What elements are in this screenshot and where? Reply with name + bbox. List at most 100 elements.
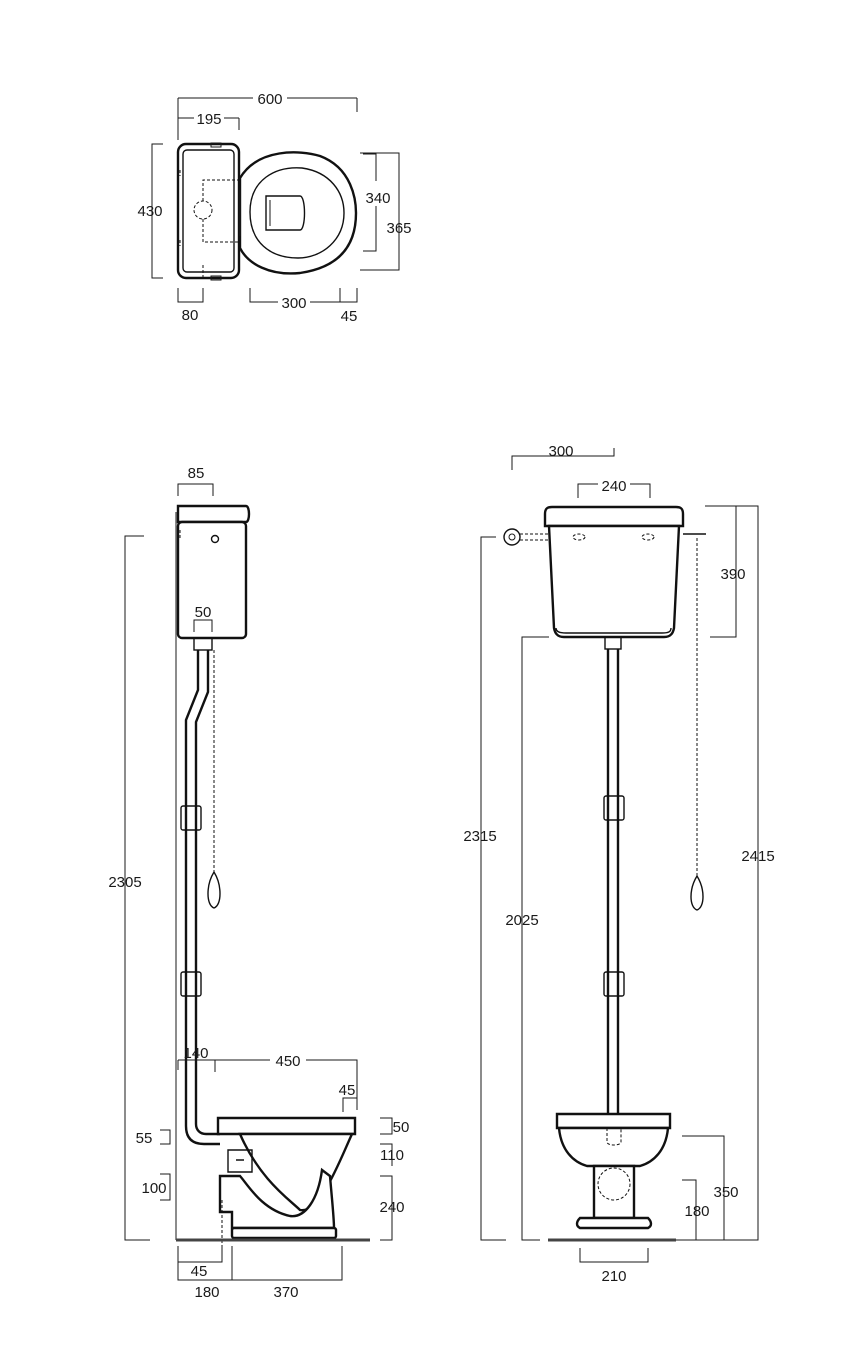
- dim-line-140-450: [177, 1059, 358, 1110]
- top-bowl-opening: [265, 195, 306, 231]
- top-cistern: [176, 142, 241, 280]
- dim-line-365: [360, 152, 400, 271]
- dim-top-seat-outer: 365: [386, 220, 411, 237]
- front-inlet-valve: [503, 528, 521, 546]
- dim-line-110-240: [380, 1143, 393, 1241]
- side-cistern-lid: [176, 504, 251, 524]
- front-cistern-fixing: [572, 533, 586, 541]
- dim-side-pipe-offset: 140: [183, 1045, 208, 1062]
- dim-line-2415: [676, 505, 759, 1241]
- front-pipe-clamp: [603, 971, 625, 997]
- dim-front-cistern-width: 300: [548, 443, 573, 460]
- dim-top-overall-width: 600: [257, 91, 282, 108]
- front-outlet: [597, 1167, 631, 1201]
- front-pull-handle: [690, 874, 704, 911]
- dim-side-flush-pipe: 50: [195, 604, 212, 621]
- top-cistern-tab: [210, 142, 222, 148]
- dim-top-overall-depth: 430: [137, 203, 162, 220]
- dim-side-overall-height: 2305: [108, 874, 141, 891]
- dim-side-foot-length: 370: [273, 1284, 298, 1301]
- dim-top-rear-gap: 45: [341, 308, 358, 325]
- side-pipe-clamp: [180, 971, 202, 997]
- dim-line-340: [363, 153, 377, 252]
- dim-line-45-rim: [342, 1097, 357, 1112]
- front-cistern-fixing: [641, 533, 655, 541]
- side-flush-pipe-outer: [184, 650, 220, 1146]
- top-bowl: [238, 151, 358, 275]
- front-pipe-coupling: [604, 636, 622, 650]
- front-pipe-entry: [606, 1128, 622, 1146]
- top-view: 600 195 430 340 365 80 300 45: [137, 91, 411, 325]
- dim-side-outlet-distance: 180: [194, 1284, 219, 1301]
- side-pipe-coupling: [193, 637, 213, 651]
- dim-front-outlet-height: 180: [684, 1203, 709, 1220]
- side-bowl-foot: [230, 1226, 338, 1240]
- dim-line-2305: [124, 535, 150, 1241]
- dim-line-180-front: [682, 1179, 697, 1240]
- dim-line-50: [193, 619, 213, 632]
- dim-side-inlet-height: 55: [136, 1130, 153, 1147]
- dim-top-seat-inner: 340: [365, 190, 390, 207]
- dim-line-2315: [480, 536, 506, 1241]
- side-pipe-clamp: [180, 805, 202, 831]
- dim-line-180-370: [177, 1246, 343, 1281]
- dim-front-cistern-height: 390: [720, 566, 745, 583]
- dim-side-outlet-wall: 45: [191, 1263, 208, 1280]
- dim-line-350: [682, 1135, 725, 1240]
- dim-side-rim-height: 50: [393, 1119, 410, 1136]
- dim-front-bowl-height: 350: [713, 1184, 738, 1201]
- dim-top-bowl-length: 300: [281, 295, 306, 312]
- dim-line-390: [705, 505, 737, 638]
- dim-line-240-front: [577, 483, 651, 498]
- top-seat-ring: [249, 167, 345, 259]
- front-inlet-valve-core: [508, 533, 516, 541]
- dim-front-inlet-height: 2315: [463, 828, 496, 845]
- side-view: 85 50 2305 140 450 45 50 55 110 100 240 …: [108, 465, 409, 1301]
- front-inlet-pipe: [520, 533, 548, 541]
- dim-top-cistern-width: 195: [196, 111, 221, 128]
- front-view: 300 240 390 2315 2025 2415 350 180 210: [463, 443, 774, 1285]
- side-flush-pipe-inner: [194, 650, 220, 1136]
- top-cistern-inner: [182, 149, 235, 273]
- side-inlet-spreader: [227, 1149, 253, 1173]
- dim-front-cistern-inner: 240: [601, 478, 626, 495]
- dim-side-outlet-height: 100: [141, 1180, 166, 1197]
- dim-side-cistern-depth: 85: [188, 465, 205, 482]
- front-flush-pipe: [606, 649, 620, 1114]
- dim-line-195: [177, 117, 240, 130]
- dim-front-overall-height: 2415: [741, 848, 774, 865]
- dim-line-rim: [380, 1117, 393, 1135]
- dim-line-430: [151, 143, 163, 279]
- top-hidden-pipe: [202, 179, 250, 243]
- dim-line-55: [160, 1129, 171, 1145]
- dim-line-2025: [521, 636, 549, 1241]
- dim-side-bowl-height: 240: [379, 1199, 404, 1216]
- dim-line-600: [177, 97, 358, 140]
- dim-line-100: [160, 1173, 171, 1201]
- dim-line-300-45: [249, 288, 358, 303]
- dim-side-bowl-depth: 450: [275, 1053, 300, 1070]
- dim-line-85: [177, 483, 214, 496]
- front-cistern-lid: [543, 505, 685, 528]
- dim-side-rim-overhang: 45: [339, 1082, 356, 1099]
- top-cistern-tab: [210, 275, 222, 281]
- front-cistern: [547, 524, 681, 639]
- side-bowl-rim: [216, 1116, 357, 1136]
- front-bowl: [557, 1126, 670, 1168]
- dim-line-80: [177, 288, 204, 303]
- front-cistern-base-line: [555, 627, 672, 634]
- dim-side-seat-to-inlet: 110: [380, 1147, 404, 1164]
- dim-line-210: [579, 1248, 649, 1263]
- side-cistern-button: [210, 534, 220, 544]
- dim-top-pipe-offset: 80: [182, 307, 199, 324]
- front-bowl-foot: [575, 1216, 653, 1230]
- front-pipe-clamp: [603, 795, 625, 821]
- side-pull-handle: [207, 870, 221, 909]
- side-pedestal: [218, 1167, 336, 1230]
- front-bowl-rim: [555, 1112, 672, 1130]
- dim-line-45-wall: [177, 1246, 223, 1263]
- dim-front-foot-width: 210: [601, 1268, 626, 1285]
- dim-front-cistern-bottom: 2025: [505, 912, 538, 929]
- dim-line-300-front: [511, 448, 615, 470]
